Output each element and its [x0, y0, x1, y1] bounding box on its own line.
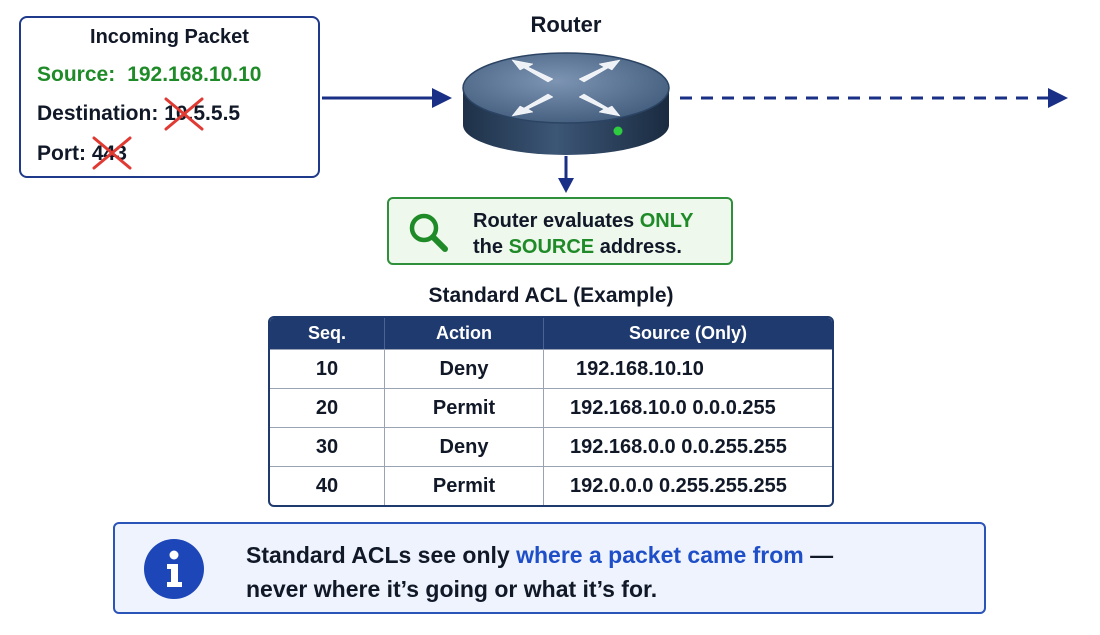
packet-port-label: Port: [37, 142, 86, 165]
info-text: Standard ACLs see only where a packet ca… [246, 538, 833, 606]
acl-row: 30 Deny 192.168.0.0 0.0.255.255 [270, 427, 832, 466]
acl-action-cell: Permit [384, 388, 543, 427]
evaluation-only-highlight: ONLY [639, 210, 694, 232]
evaluation-callout: Router evaluates ONLY the SOURCE address… [387, 197, 733, 265]
packet-to-router-arrow [322, 88, 452, 108]
acl-seq-cell: 20 [270, 388, 384, 427]
info-line1-post: — [803, 542, 834, 568]
acl-seq-cell: 40 [270, 466, 384, 505]
acl-row: 20 Permit 192.168.10.0 0.0.0.255 [270, 388, 832, 427]
acl-source-cell: 192.0.0.0 0.255.255.255 [543, 466, 832, 505]
packet-source-value: 192.168.10.10 [127, 63, 262, 86]
acl-row: 10 Deny 192.168.10.10 [270, 349, 832, 388]
acl-title: Standard ACL (Example) [428, 284, 674, 307]
info-callout: Standard ACLs see only where a packet ca… [113, 522, 986, 614]
evaluation-text: Router evaluates ONLY the SOURCE address… [473, 208, 693, 260]
router-to-evaluation-arrow [558, 156, 574, 193]
router-device-icon [462, 52, 670, 155]
acl-source-cell: 192.168.10.0 0.0.0.255 [543, 388, 832, 427]
acl-action-cell: Permit [384, 466, 543, 505]
packet-source-line: Source: 192.168.10.10 [37, 63, 261, 87]
router-forward-dashed-arrow [680, 88, 1068, 108]
acl-source-cell: 192.168.0.0 0.0.255.255 [543, 427, 832, 466]
packet-title: Incoming Packet [90, 26, 249, 48]
acl-seq-cell: 30 [270, 427, 384, 466]
acl-header-row: Seq. Action Source (Only) [270, 318, 832, 349]
acl-action-cell: Deny [384, 349, 543, 388]
evaluation-line1: Router evaluates [473, 210, 640, 232]
acl-action-cell: Deny [384, 427, 543, 466]
acl-row: 40 Permit 192.0.0.0 0.255.255.255 [270, 466, 832, 505]
acl-header-action: Action [384, 318, 543, 349]
acl-header-seq: Seq. [270, 318, 384, 349]
evaluation-line2-post: address. [594, 236, 682, 258]
acl-header-source: Source (Only) [543, 318, 832, 349]
evaluation-line2-pre: the [473, 236, 509, 258]
incoming-packet-card: Incoming Packet Source: 192.168.10.10 Des… [19, 16, 320, 178]
packet-source-label: Source: [37, 63, 116, 86]
evaluation-source-highlight: SOURCE [508, 236, 595, 258]
acl-seq-cell: 10 [270, 349, 384, 388]
magnifier-icon [409, 213, 448, 252]
info-line1-highlight: where a packet came from [516, 542, 804, 568]
router-label: Router [530, 12, 602, 37]
info-line1-pre: Standard ACLs see only [246, 542, 517, 568]
packet-destination-label: Destination: [37, 102, 159, 125]
acl-table: Seq. Action Source (Only) 10 Deny 192.16… [268, 316, 834, 507]
info-icon [144, 539, 204, 599]
acl-source-cell: 192.168.10.10 [543, 349, 832, 388]
info-line2: never where it’s going or what it’s for. [246, 576, 658, 602]
